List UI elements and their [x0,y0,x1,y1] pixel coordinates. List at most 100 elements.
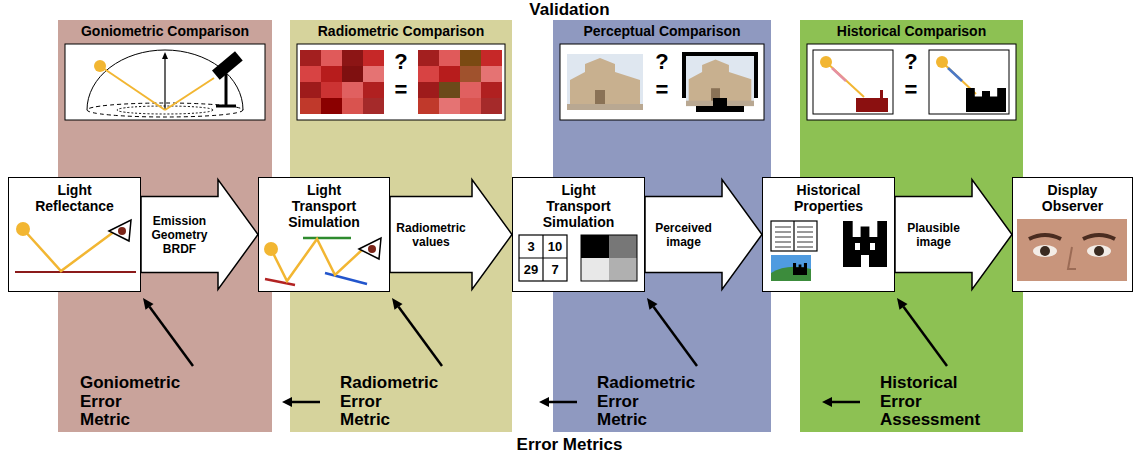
radiance-cell [481,66,502,82]
eyebrow [1083,235,1115,239]
normal-arrow [164,59,165,110]
error-metric-label: Radiometric Error Metric [597,374,747,430]
surface [15,271,136,273]
value-grid [519,235,567,281]
text-line [797,246,813,247]
edge-label: Perceived image [647,221,720,249]
box-illustration [9,217,139,279]
propagation-arrow [292,401,320,404]
sky [686,56,754,106]
illustration-panel [297,44,505,120]
flow-arrow [390,180,512,290]
hemisphere [87,50,243,110]
text-line [775,226,791,227]
propagation-arrow-head [282,397,292,407]
text-line [775,246,791,247]
light-source [264,242,278,256]
box-heading: Display Observer [1018,182,1127,214]
box-illustration [1013,217,1131,283]
nose [1068,247,1076,269]
light-source [820,56,832,68]
radiance-cell [439,66,460,82]
gray-pixel [609,235,637,258]
radiance-grid [300,50,384,114]
propagation-arrow [832,401,860,404]
pixel-frame [581,235,637,281]
error-metric-label: Goniometric Error Metric [80,374,230,430]
radiance-cell [439,82,460,98]
eye-white [1033,245,1057,257]
scene-panel [813,50,893,114]
text-line [775,236,791,237]
normal-arrow-head [162,52,168,59]
sky [567,54,643,110]
edge-label: Radiometric values [392,221,470,249]
radiance-cell [460,50,481,66]
iris [1094,246,1104,256]
diagram-title: Validation [0,0,1139,20]
text-line [797,231,813,232]
surface-red [265,279,295,285]
error-metric-label: Historical Error Assessment [880,374,1020,430]
surface-green [303,236,351,239]
box-illustration [763,217,893,283]
radiance-cell [321,66,342,82]
scene-panel [929,50,1009,114]
table-cell: 29 [519,258,543,281]
text-line [775,241,791,242]
box-heading: Historical Properties [768,182,889,214]
text-line [797,241,813,242]
surface-blue [325,273,367,284]
light-source [936,56,948,68]
face-photo [1017,219,1127,281]
gray-pixel [581,258,609,281]
monitor-base [696,106,744,112]
process-box: Light Transport Simulation310297 [512,177,645,292]
table-cell: 7 [543,258,567,281]
grid-line [519,257,567,258]
building [856,98,888,112]
leader-arrow-head [647,298,658,310]
church-building [570,58,640,110]
monitor-stand [713,98,727,106]
comparison-symbol: ? [389,50,413,74]
leader-arrow [654,307,697,366]
goniometer-figure [87,50,243,117]
comparison-symbol: ? [650,50,674,74]
radiance-cell [363,50,384,66]
radiance-cell [363,82,384,98]
edge-label: Emission Geometry BRDF [143,214,216,256]
light-path [23,229,115,271]
comparison-symbol: = [389,78,413,102]
text-line [797,236,813,237]
radiance-cell [342,98,363,114]
ray-segment [948,68,962,81]
radiance-cell [300,66,321,82]
reflected-ray [165,78,214,110]
illustration-panel [807,44,1016,120]
leader-arrow [904,307,947,366]
comparison-symbol: ? [899,50,923,74]
process-box: Light Transport Simulation [258,177,390,292]
radiance-cell [363,66,384,82]
radiance-cell [481,82,502,98]
historical-figure [813,50,1009,114]
radiance-cell [300,82,321,98]
radiance-cell [342,66,363,82]
eye-white [1087,245,1111,257]
book-spine [793,221,794,251]
radiance-cell [460,98,481,114]
flow-arrow [645,180,762,290]
band-heading: Perceptual Comparison [553,20,771,40]
process-box: Light Reflectance [8,177,141,292]
leader-arrow [399,307,442,366]
comparison-symbol: = [899,78,923,102]
process-box: Display Observer [1012,177,1133,292]
painting-castle [793,263,807,275]
radiance-grid [418,50,502,114]
propagation-arrow [549,401,577,404]
text-line [775,231,791,232]
light-ray [826,62,864,97]
radiance-cell [481,50,502,66]
